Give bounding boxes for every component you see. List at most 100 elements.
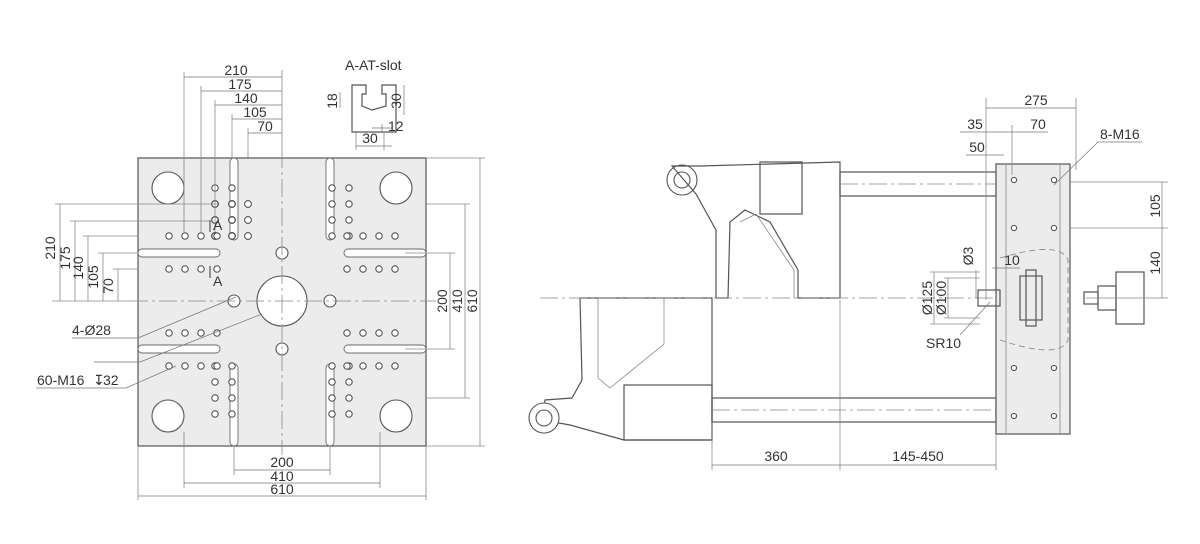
thread-hole (328, 184, 336, 192)
thread-hole (1010, 412, 1018, 420)
bottom-dimensions: 200 410 610 (137, 432, 427, 500)
thread-hole (197, 232, 205, 240)
t-slot (325, 363, 335, 447)
t-slot (229, 363, 239, 447)
toggle-pin-inner (673, 171, 691, 189)
thread-hole-group (165, 184, 399, 418)
dim-label: 8-M16 (1100, 126, 1140, 142)
thread-hole (211, 410, 219, 418)
dim-label: 105 (1147, 194, 1163, 218)
thread-hole (244, 232, 252, 240)
dim-label: Ø100 (933, 281, 949, 315)
thread-hole (228, 378, 236, 386)
dim-label: SR10 (926, 335, 961, 351)
thread-hole (197, 362, 205, 370)
t-slot-profile (351, 84, 397, 133)
nozzle-dimensions: Ø3 10 Ø125 Ø100 SR10 (919, 246, 1020, 351)
thread-hole (244, 200, 252, 208)
thread-hole (228, 394, 236, 402)
lower-link (541, 297, 713, 441)
thread-hole (343, 362, 351, 370)
thread-hole (1010, 364, 1018, 372)
thread-hole (228, 362, 236, 370)
side-bottom-dimensions: 360 145-450 (711, 300, 997, 470)
callout-tie-bar-holes: 4-Ø28 (72, 322, 111, 338)
platen-hole-group (1010, 176, 1058, 420)
thread-hole (328, 200, 336, 208)
dim-label: Ø3 (960, 246, 976, 265)
nozzle-body (977, 289, 1001, 307)
dim-label: 210 (224, 62, 248, 78)
thread-hole (375, 232, 383, 240)
dim-label: 35 (967, 116, 983, 132)
link-block (759, 161, 803, 215)
dim-label: 610 (464, 289, 480, 313)
thread-hole (165, 329, 173, 337)
thread-hole (211, 378, 219, 386)
dim-label: 610 (270, 481, 294, 497)
thread-hole (197, 265, 205, 273)
thread-hole (1010, 176, 1018, 184)
thread-hole (213, 232, 221, 240)
top-dimensions: 210 175 140 105 70 (183, 62, 283, 232)
dim-label: 175 (57, 246, 73, 270)
tie-bar-hole (379, 171, 413, 205)
thread-hole (328, 394, 336, 402)
t-slot (137, 344, 221, 354)
thread-hole (375, 329, 383, 337)
t-slot-detail: A-AT-slot 18 30 12 30 (324, 57, 405, 150)
moving-platen (995, 163, 1071, 435)
thread-hole (345, 394, 353, 402)
dim-label: 10 (1004, 252, 1020, 268)
t-slot (137, 248, 221, 258)
thread-hole (345, 184, 353, 192)
thread-hole (391, 362, 399, 370)
dim-label: 200 (270, 454, 294, 470)
thread-hole (391, 265, 399, 273)
callout-thread-depth: 32 (103, 372, 119, 388)
thread-hole (197, 329, 205, 337)
thread-hole (359, 232, 367, 240)
dim-label: 70 (257, 118, 273, 134)
dim-label: 30 (388, 93, 404, 109)
tie-bar-hole (379, 399, 413, 433)
thread-hole (345, 410, 353, 418)
thread-hole (181, 232, 189, 240)
front-view: 210 175 140 105 70 210 175 140 105 70 (36, 62, 485, 500)
dim-label: Ø125 (919, 281, 935, 315)
thread-hole (213, 265, 221, 273)
thread-hole (345, 200, 353, 208)
dim-label: 360 (764, 448, 788, 464)
tie-bar-hole (151, 171, 185, 205)
t-slot (229, 157, 239, 241)
section-marker: A (213, 217, 223, 233)
dim-label: 175 (228, 76, 252, 92)
thread-hole (165, 232, 173, 240)
side-top-dimensions: 275 35 70 50 8-M16 105 140 (960, 92, 1168, 300)
dim-label: 30 (362, 130, 378, 146)
thread-hole (244, 216, 252, 224)
thread-hole (343, 265, 351, 273)
dim-label: 200 (434, 289, 450, 313)
t-slot-title: A-AT-slot (345, 57, 402, 73)
dim-label: 70 (100, 278, 116, 294)
callouts: 4-Ø28 60-M16 ↧ 32 (36, 296, 263, 389)
thread-hole (165, 265, 173, 273)
thread-hole (1010, 224, 1018, 232)
right-dimensions: 200 410 610 (405, 157, 485, 447)
dim-label: 410 (449, 289, 465, 313)
dim-label: 140 (234, 90, 258, 106)
callout-thread-holes: 60-M16 (37, 372, 85, 388)
thread-hole (181, 329, 189, 337)
dim-label: 275 (1024, 92, 1048, 108)
thread-hole (228, 184, 236, 192)
dim-label: 140 (1147, 251, 1163, 275)
thread-hole (228, 410, 236, 418)
dim-label: 145-450 (892, 448, 944, 464)
toggle-pin-inner (535, 409, 553, 427)
thread-hole (328, 216, 336, 224)
dim-label: 12 (388, 118, 404, 134)
thread-hole (328, 362, 336, 370)
hidden-outline (999, 249, 1069, 351)
thread-hole (211, 394, 219, 402)
